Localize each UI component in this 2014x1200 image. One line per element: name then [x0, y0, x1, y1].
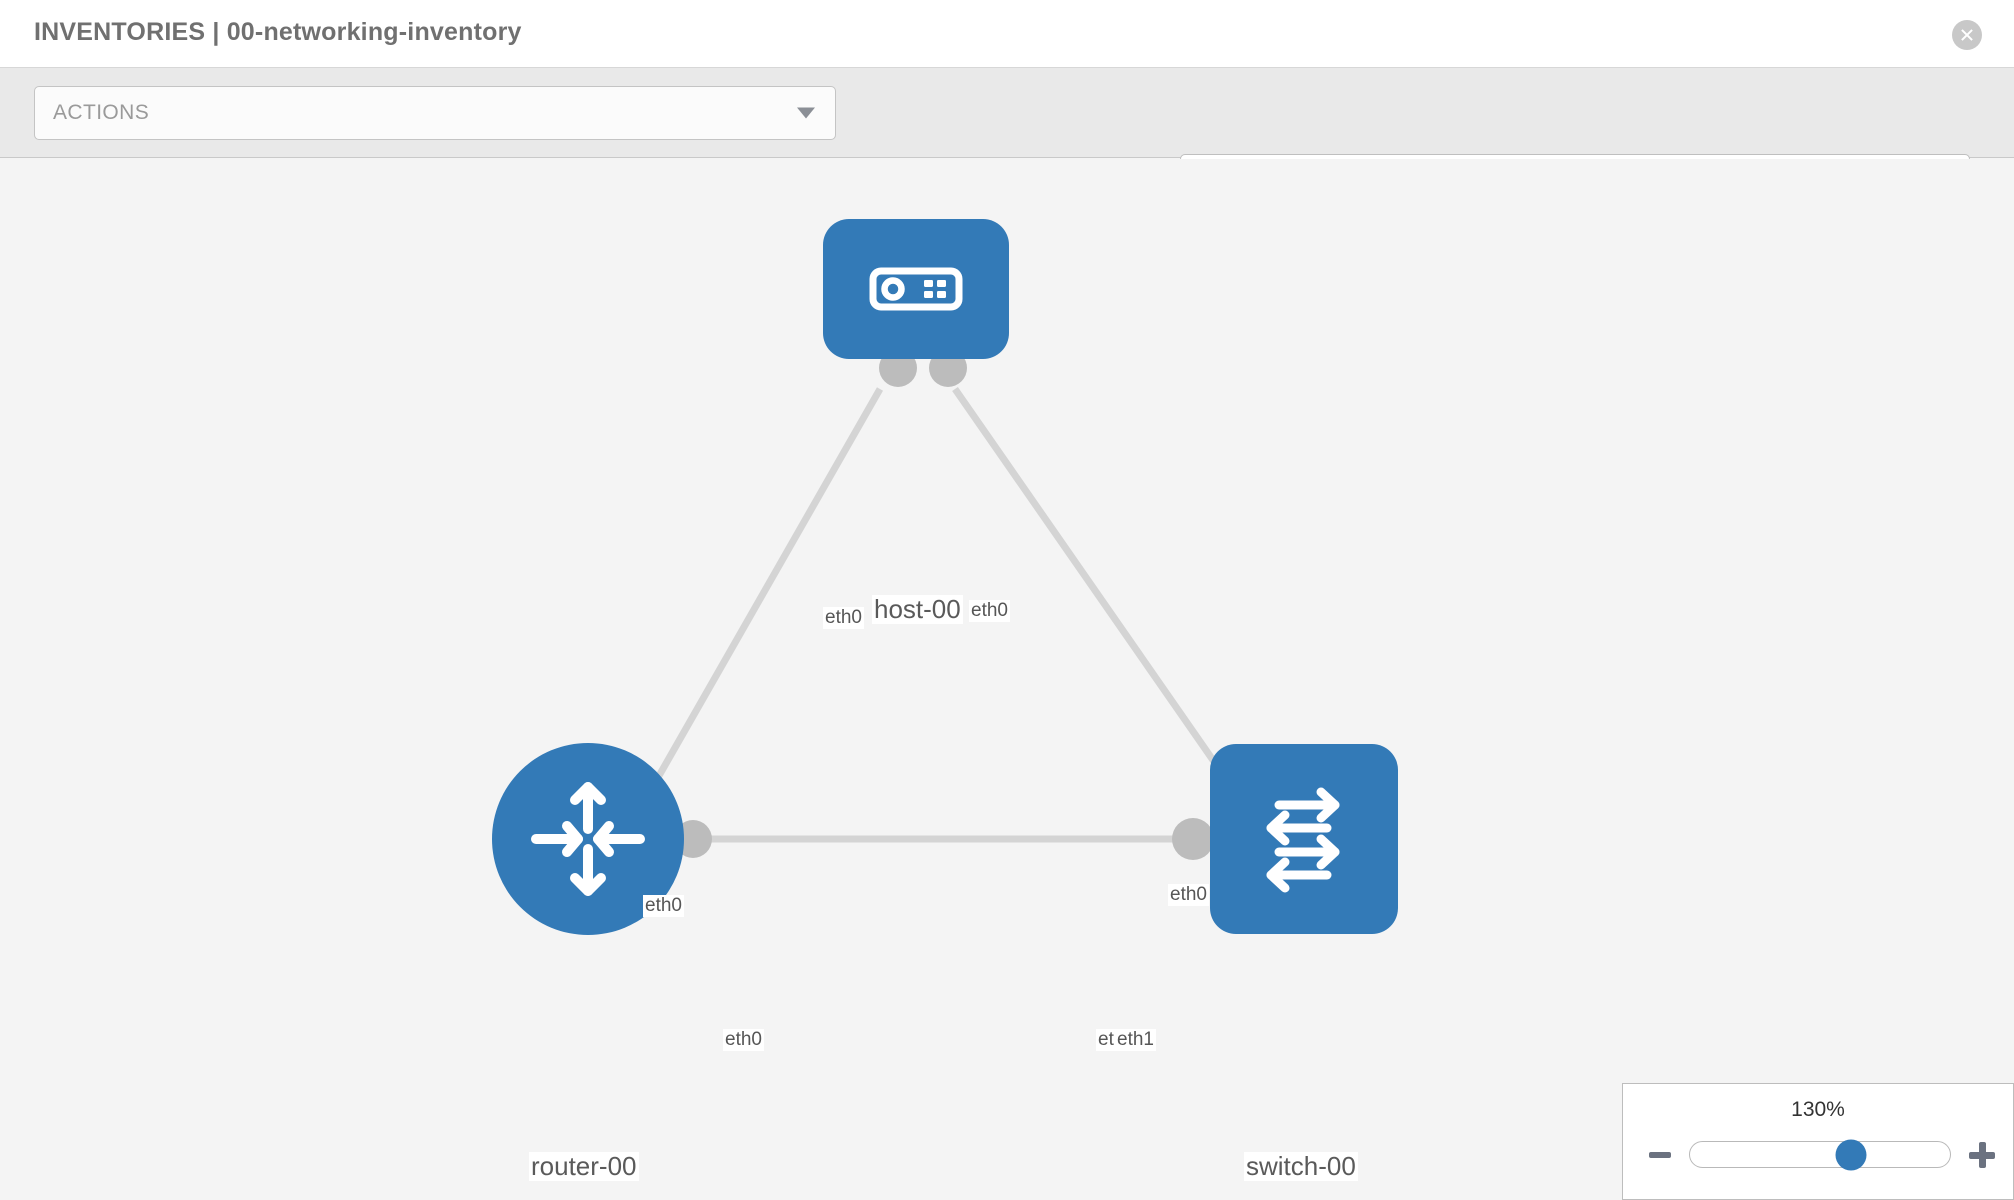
link-host-switch	[952, 387, 1243, 801]
zoom-level-value: 130%	[1791, 1098, 1845, 1121]
zoom-slider[interactable]	[1689, 1139, 1951, 1170]
actions-dropdown[interactable]: ACTIONS	[34, 86, 836, 140]
actions-dropdown-label: ACTIONS	[53, 101, 150, 124]
port-label: eth1	[1115, 1029, 1156, 1051]
link-host-router	[636, 387, 884, 811]
node-switch-00	[1210, 744, 1398, 934]
port-label: eth0	[823, 607, 864, 629]
connector-switch-west	[1172, 818, 1214, 860]
port-label: eth0	[643, 895, 684, 917]
chevron-down-icon	[797, 107, 815, 119]
port-label: eth0	[723, 1029, 764, 1051]
zoom-control-panel: 130%	[1622, 1083, 2014, 1200]
port-label: eth0	[969, 600, 1010, 622]
topology-connectors	[674, 349, 1256, 860]
node-label-router: router-00	[529, 1151, 639, 1182]
node-host-00	[823, 219, 1009, 359]
page-title: INVENTORIES | 00-networking-inventory	[34, 18, 522, 46]
port-label: eth0	[1168, 884, 1209, 906]
zoom-out-button[interactable]	[1643, 1138, 1677, 1172]
plus-icon-vertical	[1978, 1142, 1986, 1168]
close-icon[interactable]	[1952, 20, 1982, 50]
zoom-in-button[interactable]	[1965, 1138, 1999, 1172]
topology-canvas[interactable]: host-00 router-00 switch-00 eth0 eth0 et…	[0, 159, 2014, 1200]
toolbar: ACTIONS	[0, 68, 2014, 208]
node-label-switch: switch-00	[1244, 1151, 1358, 1182]
zoom-slider-thumb[interactable]	[1835, 1139, 1867, 1170]
node-label-host: host-00	[872, 594, 963, 625]
node-router-00	[492, 743, 684, 935]
minus-icon	[1649, 1152, 1671, 1158]
page-header: INVENTORIES | 00-networking-inventory	[0, 0, 2014, 68]
topology-links	[636, 387, 1243, 843]
